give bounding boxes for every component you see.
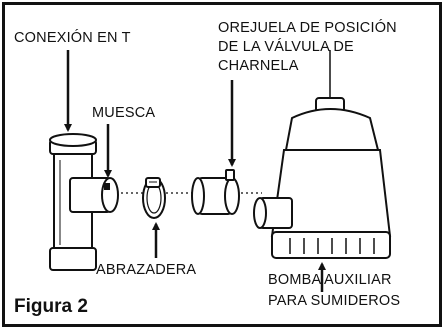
label-flap-tab-line2: DE LA VÁLVULA DE: [218, 39, 354, 55]
label-flap-tab-line1: OREJUELA DE POSICIÓN: [218, 20, 397, 36]
label-pump-line2: PARA SUMIDEROS: [268, 293, 401, 309]
sump-pump-part: [253, 50, 392, 259]
flap-valve-part: [191, 169, 240, 215]
figure-caption: Figura 2: [14, 296, 88, 317]
label-pump-line1: BOMBA AUXILIAR: [268, 272, 392, 288]
label-clamp: ABRAZADERA: [96, 262, 197, 278]
clamp-part: [142, 177, 166, 219]
label-tee-connection: CONEXIÓN EN T: [14, 30, 131, 46]
label-flap-tab-line3: CHARNELA: [218, 58, 299, 74]
label-notch: MUESCA: [92, 105, 156, 121]
tee-connection-part: [49, 133, 119, 271]
